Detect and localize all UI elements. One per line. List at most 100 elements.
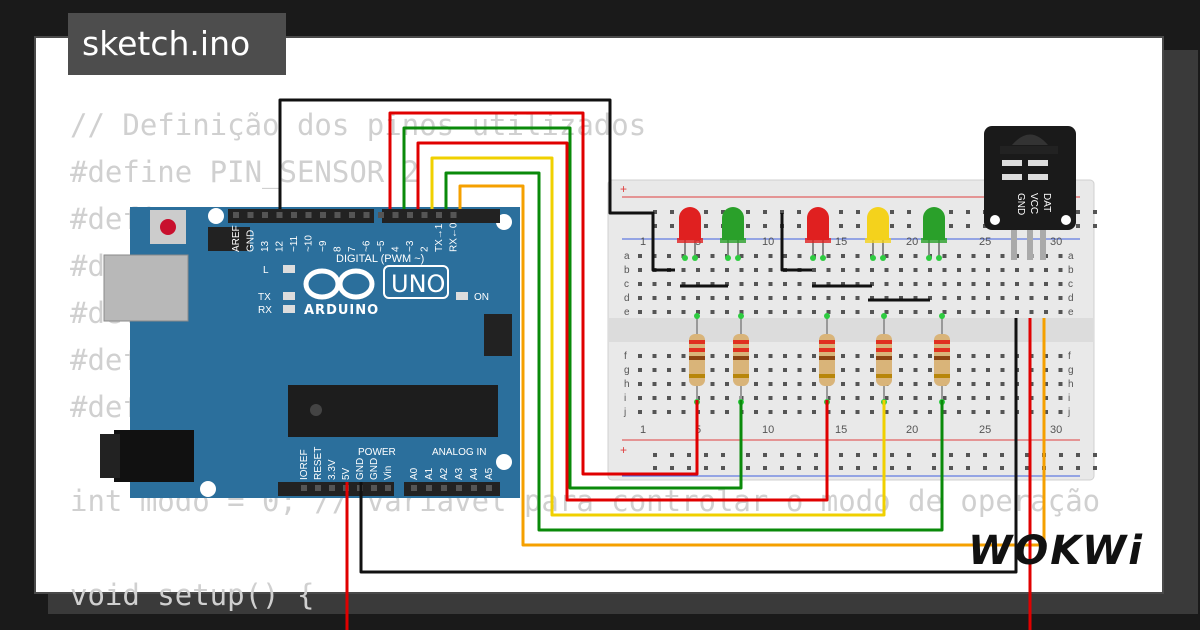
sensor-pin-vcc: VCC: [1028, 193, 1039, 214]
row-letter: e: [1068, 307, 1074, 318]
pin-label: RESET: [313, 447, 324, 480]
row-letter: h: [1068, 379, 1074, 390]
row-letter: i: [624, 393, 626, 404]
column-number: 10: [762, 236, 774, 248]
led[interactable]: [720, 207, 746, 261]
row-letter: d: [624, 293, 630, 304]
wire-green-top: [402, 126, 743, 490]
wire-green-mid: [444, 171, 944, 532]
pin-label: A4: [469, 467, 480, 480]
column-number: 1: [640, 424, 646, 436]
led-label-rx: RX: [258, 305, 272, 316]
pin-label: ~9: [318, 240, 329, 252]
column-number: 25: [979, 236, 991, 248]
resistor-group: [689, 313, 950, 405]
file-title[interactable]: sketch.ino: [68, 13, 286, 75]
board-brand: ARDUINO: [304, 303, 379, 318]
row-letter: e: [624, 307, 630, 318]
led-label-on: ON: [474, 292, 489, 303]
row-letter: a: [624, 251, 630, 262]
row-letter: d: [1068, 293, 1074, 304]
column-number: 30: [1050, 424, 1062, 436]
pin-label: 3.3V: [327, 459, 338, 480]
row-letter: c: [624, 279, 629, 290]
pin-label: 13: [260, 240, 271, 252]
wire-orange: [458, 184, 1046, 547]
pin-label: AREF: [231, 225, 242, 252]
svg-text:+: +: [620, 443, 627, 457]
pin-label: 8: [333, 246, 344, 252]
resistor[interactable]: [689, 313, 705, 405]
column-number: 20: [906, 424, 918, 436]
breadboard: + + 1 5 10 15 20 25 30 1 5 10 15 20 25 3…: [607, 179, 1097, 481]
wire-black-gnd-bottom: [359, 318, 1018, 574]
pin-label: A5: [484, 467, 495, 480]
resistor[interactable]: [934, 313, 950, 405]
pin-label: GND: [369, 458, 380, 480]
wire-yellow: [430, 156, 886, 517]
pin-label: A0: [409, 467, 420, 480]
pin-label: GND: [246, 230, 257, 252]
arduino-uno[interactable]: L TX RX ON DIGITAL (PWM ~) UNO ARDUINO P…: [100, 207, 520, 498]
column-number: 10: [762, 424, 774, 436]
pin-label: 7: [347, 246, 358, 252]
row-letter: c: [1068, 279, 1073, 290]
pin-label: TX→1: [434, 223, 445, 252]
wokwi-logo: WOKWi: [968, 528, 1144, 574]
row-letter: j: [1067, 407, 1070, 418]
led[interactable]: [677, 207, 703, 261]
pin-label: ~10: [304, 235, 315, 252]
row-letter: g: [624, 365, 630, 376]
pin-label: 12: [275, 240, 286, 252]
resistor[interactable]: [876, 313, 892, 405]
led[interactable]: [921, 207, 947, 261]
pin-label: ~5: [376, 240, 387, 252]
board-model: UNO: [391, 270, 445, 298]
pin-label: 2: [420, 246, 431, 252]
wire-black-bb: [780, 213, 812, 272]
row-letter: b: [624, 265, 630, 276]
pin-label: 5V: [341, 467, 352, 480]
svg-text:+: +: [620, 182, 627, 196]
led[interactable]: [805, 207, 831, 261]
code-line: void setup() {: [70, 578, 315, 612]
led-label-tx: TX: [258, 292, 271, 303]
sensor-pin-gnd: GND: [1015, 193, 1026, 215]
column-number: 15: [835, 236, 847, 248]
pin-label: RX←0: [449, 222, 460, 252]
column-number: 20: [906, 236, 918, 248]
row-letter: f: [624, 351, 627, 362]
arduino-infinity-logo: [303, 268, 375, 300]
led-label-l: L: [263, 265, 269, 276]
ir-sensor-module[interactable]: GND VCC DAT: [984, 126, 1076, 260]
row-letter: i: [1068, 393, 1070, 404]
code-line: #define PIN_SENSOR 2: [70, 155, 420, 189]
pin-label: ~3: [405, 240, 416, 252]
column-number: 30: [1050, 236, 1062, 248]
column-number: 25: [979, 424, 991, 436]
led[interactable]: [865, 207, 891, 261]
row-letter: a: [1068, 251, 1074, 262]
column-number: 1: [640, 236, 646, 248]
pin-label: Vin: [383, 466, 394, 480]
row-letter: j: [623, 407, 626, 418]
pin-label: ~6: [362, 240, 373, 252]
pin-label: A3: [454, 467, 465, 480]
wires: [278, 98, 1046, 630]
row-letter: f: [1068, 351, 1071, 362]
column-number: 15: [835, 424, 847, 436]
pin-label: A1: [424, 467, 435, 480]
sensor-pin-dat: DAT: [1041, 193, 1052, 212]
wire-red-top: [388, 111, 699, 476]
row-letter: g: [1068, 365, 1074, 376]
pin-label: GND: [355, 458, 366, 480]
pin-label: 4: [391, 246, 402, 252]
row-letter: b: [1068, 265, 1074, 276]
digital-header: DIGITAL (PWM ~): [336, 253, 424, 265]
row-letter: h: [624, 379, 630, 390]
pin-label: IOREF: [299, 449, 310, 480]
pin-label: A2: [439, 467, 450, 480]
analog-header: ANALOG IN: [432, 447, 486, 458]
pin-label: ~11: [289, 235, 300, 252]
led-group: [677, 207, 947, 261]
